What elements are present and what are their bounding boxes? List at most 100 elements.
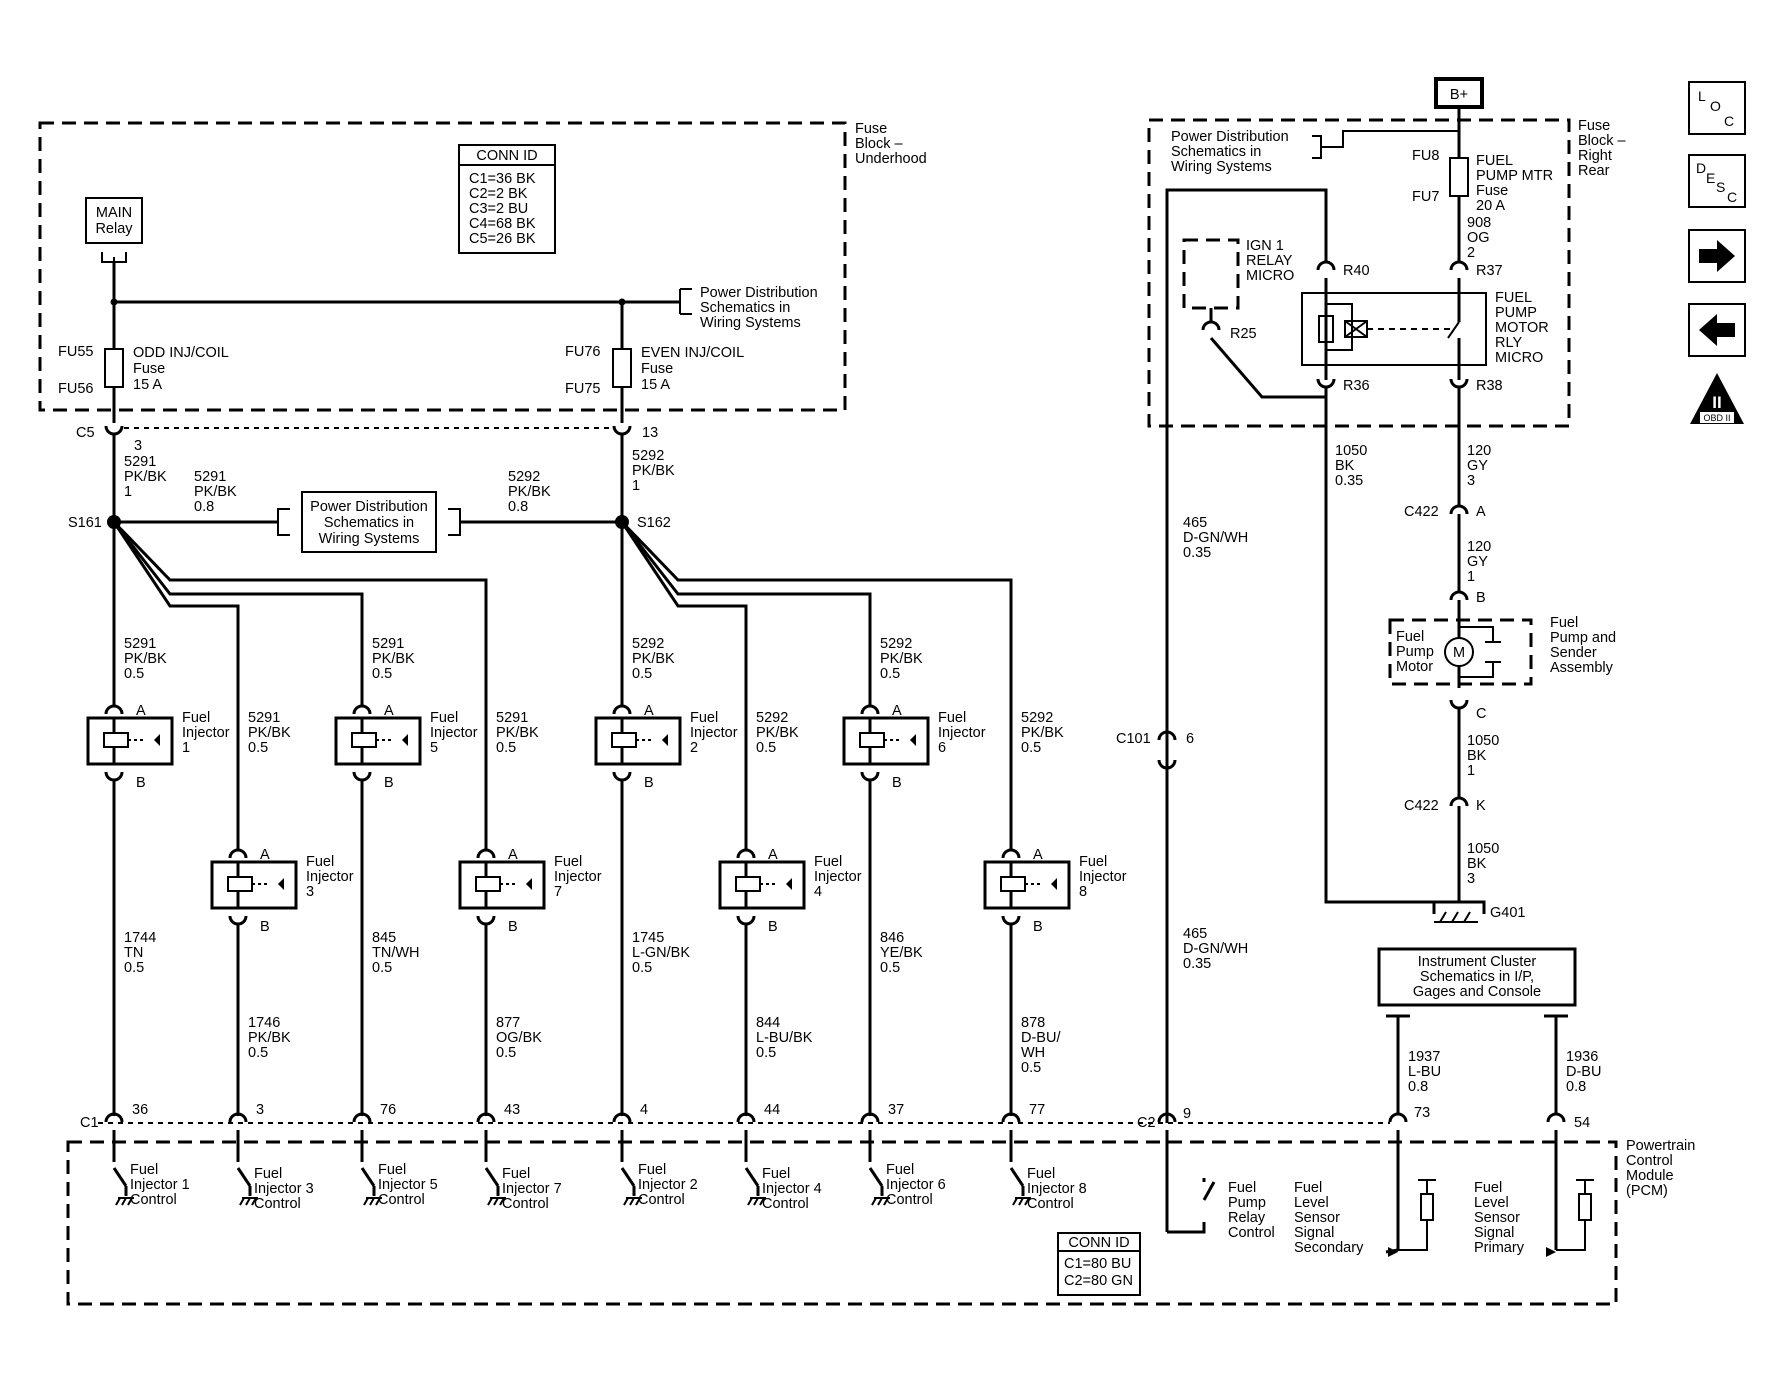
prev-arrow-button[interactable] bbox=[1688, 303, 1746, 357]
pin-b-cap bbox=[104, 771, 124, 782]
svg-text:Relay: Relay bbox=[1228, 1210, 1266, 1226]
fuse-even-inj-coil: FU76 FU75 EVEN INJ/COIL Fuse 15 A bbox=[565, 344, 744, 397]
feed-wire-label: 0.5 bbox=[632, 666, 652, 682]
injector-control-label: Fuel bbox=[502, 1166, 530, 1182]
svg-text:1: 1 bbox=[1467, 763, 1475, 779]
svg-text:0.35: 0.35 bbox=[1335, 473, 1363, 489]
svg-text:0.8: 0.8 bbox=[508, 499, 528, 515]
svg-text:FU55: FU55 bbox=[58, 344, 93, 360]
svg-text:Instrument Cluster: Instrument Cluster bbox=[1418, 954, 1537, 970]
injector-name: Fuel bbox=[182, 710, 210, 726]
ign1-relay-micro: IGN 1 RELAY MICRO bbox=[1182, 238, 1294, 310]
c1-pin-cap bbox=[736, 1112, 756, 1123]
injector-control-label: Injector 3 bbox=[254, 1181, 314, 1197]
svg-text:1: 1 bbox=[1467, 569, 1475, 585]
feed-wire-label: PK/BK bbox=[1021, 725, 1064, 741]
underhood-fuse-block-title: Fuse Block – Underhood bbox=[855, 121, 927, 167]
desc-letter: D bbox=[1696, 160, 1706, 176]
output-wire-label: D-BU/ bbox=[1021, 1030, 1061, 1046]
svg-text:1050: 1050 bbox=[1467, 733, 1499, 749]
output-wire-label: PK/BK bbox=[248, 1030, 291, 1046]
svg-text:5291: 5291 bbox=[194, 469, 226, 485]
injector-control-label: Injector 8 bbox=[1027, 1181, 1087, 1197]
feed-wire bbox=[620, 521, 872, 706]
driver-switch-icon bbox=[744, 1167, 760, 1187]
injector-name: 3 bbox=[306, 884, 314, 900]
connector-c422-a: C422 A bbox=[1404, 504, 1486, 520]
fuel-pump-motor-relay: FUEL PUMP MOTOR RLY MICRO bbox=[1301, 278, 1549, 380]
pin-a-cap bbox=[1001, 848, 1021, 859]
svg-text:L-BU: L-BU bbox=[1408, 1064, 1441, 1080]
wire-label-908: 908 OG 2 bbox=[1467, 215, 1491, 261]
svg-text:Secondary: Secondary bbox=[1294, 1240, 1364, 1256]
feed-wire-label: PK/BK bbox=[124, 651, 167, 667]
svg-text:Assembly: Assembly bbox=[1550, 660, 1614, 676]
pin-b-cap bbox=[352, 771, 372, 782]
pin-b-label: B bbox=[644, 775, 654, 791]
c1-pin-cap bbox=[860, 1112, 880, 1123]
svg-text:5292: 5292 bbox=[632, 448, 664, 464]
injector-valve-icon bbox=[904, 734, 916, 746]
fuel-level-sensor-signal-secondary: Fuel Level Sensor Signal Secondary bbox=[1294, 1130, 1436, 1257]
pin-b-cap bbox=[860, 771, 880, 782]
right-rear-fuse-block-title: Fuse Block – Right Rear bbox=[1578, 118, 1626, 179]
b-plus-terminal: B+ bbox=[1434, 77, 1484, 109]
wire-label-even-mid: 5292 PK/BK 0.8 bbox=[508, 469, 551, 515]
svg-text:BK: BK bbox=[1467, 748, 1487, 764]
output-wire-label: 0.5 bbox=[880, 960, 900, 976]
desc-letter: S bbox=[1716, 179, 1725, 195]
svg-text:13: 13 bbox=[642, 425, 658, 441]
pin-b-label: B bbox=[768, 919, 778, 935]
feed-wire-label: PK/BK bbox=[632, 651, 675, 667]
svg-text:3: 3 bbox=[1467, 871, 1475, 887]
desc-letter: C bbox=[1727, 189, 1737, 205]
svg-text:0.35: 0.35 bbox=[1183, 956, 1211, 972]
pin-b-label: B bbox=[260, 919, 270, 935]
injector-name: Injector bbox=[430, 725, 478, 741]
svg-text:ODD INJ/COIL: ODD INJ/COIL bbox=[133, 345, 229, 361]
desc-button[interactable]: D E S C bbox=[1688, 154, 1746, 208]
obd-ii-button[interactable]: II OBD II bbox=[1690, 373, 1744, 424]
svg-text:Fuel: Fuel bbox=[1474, 1180, 1502, 1196]
svg-text:C422: C422 bbox=[1404, 504, 1439, 520]
next-arrow-button[interactable] bbox=[1688, 229, 1746, 283]
c1-pin-number: 43 bbox=[504, 1102, 520, 1118]
pin-r40: R40 bbox=[1343, 263, 1370, 279]
injector-name: Injector bbox=[554, 869, 602, 885]
svg-text:Gages and Console: Gages and Console bbox=[1413, 984, 1541, 1000]
svg-text:Fuel: Fuel bbox=[1550, 615, 1578, 631]
svg-text:Control: Control bbox=[1626, 1153, 1673, 1169]
pin-b-label: B bbox=[136, 775, 146, 791]
c1-pin-number: 37 bbox=[888, 1102, 904, 1118]
injector-box bbox=[983, 860, 1071, 910]
svg-text:15 A: 15 A bbox=[641, 377, 670, 393]
pin-c2-73: 73 bbox=[1414, 1105, 1430, 1121]
svg-text:G401: G401 bbox=[1490, 905, 1525, 921]
loc-letter: L bbox=[1698, 88, 1706, 104]
pcm-conn-id-table: CONN ID C1=80 BU C2=80 GN bbox=[1057, 1232, 1141, 1296]
injector-control-label: Injector 2 bbox=[638, 1177, 698, 1193]
driver-switch-icon bbox=[868, 1167, 884, 1187]
svg-text:MOTOR: MOTOR bbox=[1495, 320, 1549, 336]
obd-mark: II bbox=[1712, 393, 1721, 412]
feed-wire-label: 0.5 bbox=[124, 666, 144, 682]
feed-wire-label: 0.5 bbox=[756, 740, 776, 756]
svg-text:2: 2 bbox=[1467, 245, 1475, 261]
wire-label-odd-mid: 5291 PK/BK 0.8 bbox=[194, 469, 237, 515]
injector-coil-icon bbox=[351, 732, 377, 748]
wire-label-120-b: 120 GY 1 bbox=[1467, 539, 1491, 585]
power-distribution-ref-mid: Power Distribution Schematics in Wiring … bbox=[277, 491, 461, 553]
svg-text:1937: 1937 bbox=[1408, 1049, 1440, 1065]
svg-text:C2=80 GN: C2=80 GN bbox=[1064, 1273, 1133, 1289]
c1-pin-cap bbox=[476, 1112, 496, 1123]
feed-wire-label: 5291 bbox=[496, 710, 528, 726]
wire-label-even-top: 5292 PK/BK 1 bbox=[632, 448, 675, 494]
output-wire-label: 0.5 bbox=[124, 960, 144, 976]
main-relay: MAIN Relay bbox=[85, 197, 143, 263]
loc-button[interactable]: L O C bbox=[1688, 81, 1746, 135]
injector-control-label: Control bbox=[502, 1196, 549, 1212]
